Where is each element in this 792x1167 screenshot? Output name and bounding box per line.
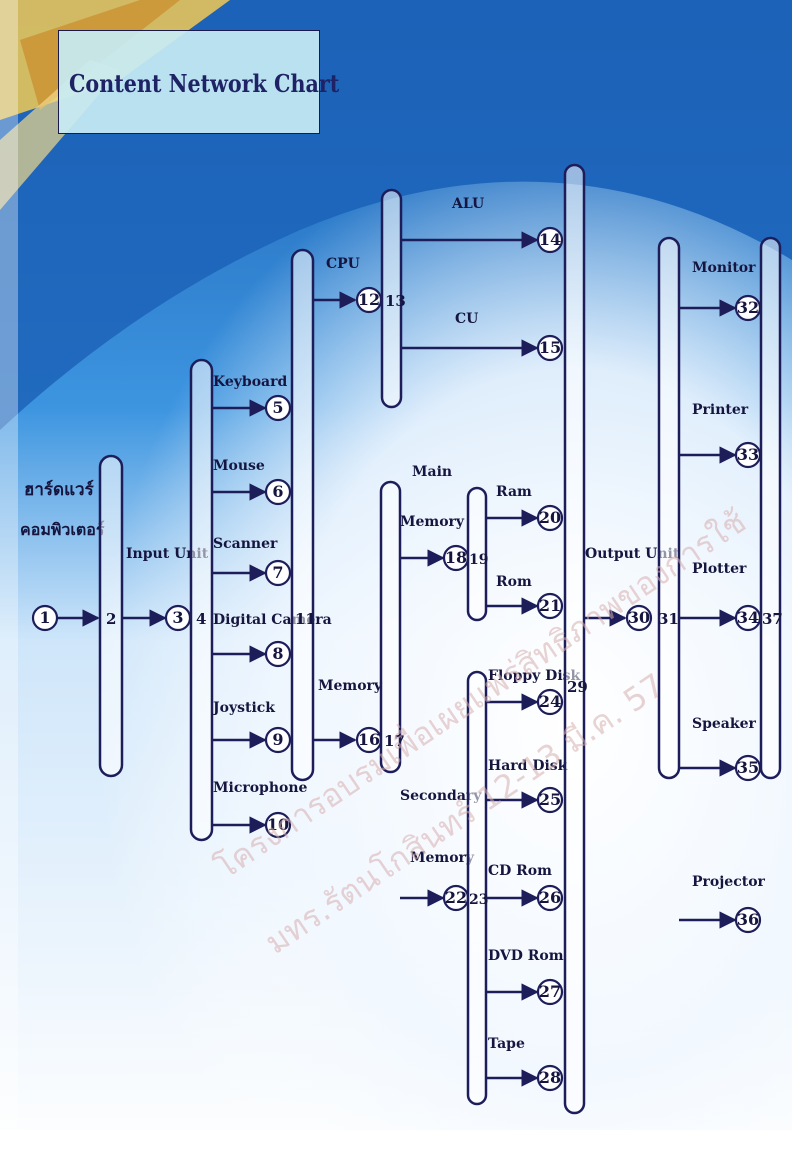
node-33-number: 33 [737,445,759,464]
node-22-number: 22 [445,888,467,907]
node-8-number: 8 [272,644,283,663]
label-dvd-rom: DVD Rom [488,948,564,964]
node-2-number: 2 [106,610,116,628]
node-6-number: 6 [272,482,283,501]
node-13-number: 13 [385,292,406,310]
node-12-number: 12 [358,290,380,309]
root-label-line2: คอมพิวเตอร์ [20,520,105,539]
node-14-number: 14 [539,230,561,249]
node-5-number: 5 [272,398,283,417]
group-23 [468,672,486,1104]
node-32-number: 32 [737,298,759,317]
label-main-memory: Memory [400,514,465,530]
node-24-number: 24 [539,692,561,711]
label-monitor: Monitor [692,260,756,276]
label-speaker: Speaker [692,716,756,732]
node-4-number: 4 [196,610,206,628]
node-29-number: 29 [567,678,588,696]
node-27-number: 27 [539,982,561,1001]
node-28-number: 28 [539,1068,561,1087]
label-tape: Tape [488,1036,525,1052]
title-box: Content Network Chart [58,30,320,134]
label-projector: Projector [692,874,766,890]
label-cd-rom: CD Rom [488,863,552,879]
label-joystick: Joystick [211,700,275,716]
node-20-number: 20 [539,508,561,527]
node-11-number: 11 [295,610,316,628]
node-21-number: 21 [539,596,561,615]
label-memory: Memory [318,678,383,694]
node-25-number: 25 [539,790,561,809]
label-ram: Ram [496,484,532,500]
node-23-number: 23 [469,892,488,908]
node-3-number: 3 [172,608,183,627]
node-19-number: 19 [469,552,488,568]
node-7-number: 7 [272,563,283,582]
label-mouse: Mouse [213,458,265,474]
label-cu: CU [455,311,478,327]
node-26-number: 26 [539,888,561,907]
label-keyboard: Keyboard [213,374,287,390]
root-label-line1: ฮาร์ดแวร์ [24,479,95,500]
node-31-number: 31 [658,610,679,628]
label-main: Main [412,464,452,480]
label-microphone: Microphone [213,780,308,796]
node-18-number: 18 [445,548,467,567]
label-cpu: CPU [326,256,360,272]
label-scanner: Scanner [213,536,278,552]
node-35-number: 35 [737,758,759,777]
group-37 [761,238,780,778]
group-4 [191,360,212,840]
label-alu: ALU [451,196,484,212]
diagram-title: Content Network Chart [69,69,339,98]
group-11 [292,250,313,780]
node-9-number: 9 [272,730,283,749]
node-37-number: 37 [762,610,783,628]
node-36-number: 36 [737,910,759,929]
label-printer: Printer [692,402,749,418]
node-15-number: 15 [539,338,561,357]
node-1-number: 1 [39,608,50,627]
label-rom: Rom [496,574,532,590]
node-34-number: 34 [737,608,759,627]
